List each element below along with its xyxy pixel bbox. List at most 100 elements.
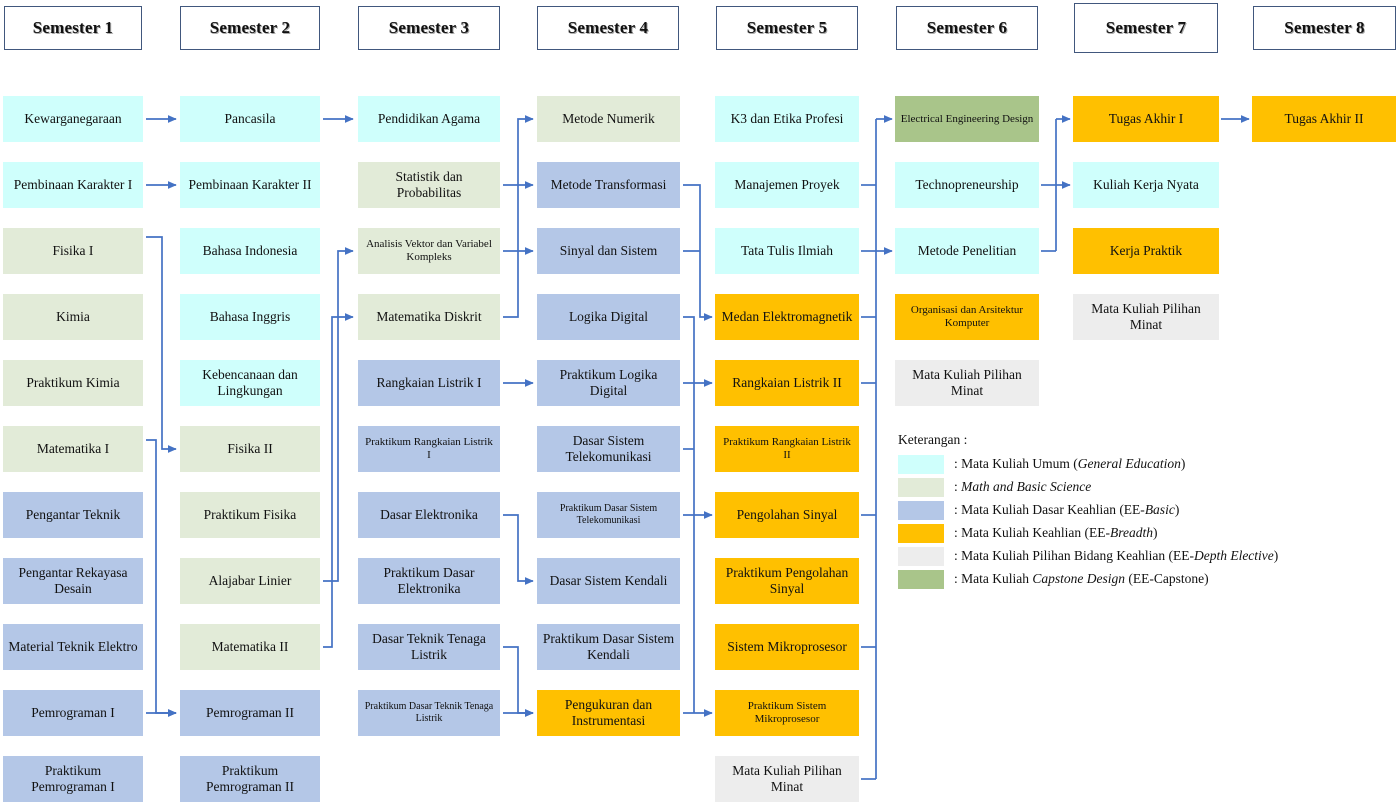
course-label: Tugas Akhir I [1108, 111, 1184, 127]
course-box[interactable]: Pengolahan Sinyal [715, 492, 859, 538]
course-label: Kerja Praktik [1109, 243, 1183, 259]
course-box[interactable]: Praktikum Fisika [180, 492, 320, 538]
course-box[interactable]: Pengukuran dan Instrumentasi [537, 690, 680, 736]
course-box[interactable]: Matematika II [180, 624, 320, 670]
course-box[interactable]: Mata Kuliah Pilihan Minat [895, 360, 1039, 406]
course-box[interactable]: Praktikum Dasar Sistem Telekomunikasi [537, 492, 680, 538]
legend-label-suffix: ) [1180, 456, 1186, 471]
course-box[interactable]: Material Teknik Elektro [3, 624, 143, 670]
course-label: Kuliah Kerja Nyata [1093, 177, 1199, 193]
course-box[interactable]: Metode Numerik [537, 96, 680, 142]
course-box[interactable]: Matematika I [3, 426, 143, 472]
course-label: Sistem Mikroprosesor [727, 639, 847, 655]
course-box[interactable]: Kewarganegaraan [3, 96, 143, 142]
course-box[interactable]: Praktikum Pemrograman II [180, 756, 320, 802]
course-box[interactable]: Dasar Teknik Tenaga Listrik [358, 624, 500, 670]
course-box[interactable]: Medan Elektromagnetik [715, 294, 859, 340]
course-box[interactable]: Praktikum Pemrograman I [3, 756, 143, 802]
course-box[interactable]: Tugas Akhir I [1073, 96, 1219, 142]
course-box[interactable]: Fisika II [180, 426, 320, 472]
course-box[interactable]: Manajemen Proyek [715, 162, 859, 208]
semester-header-3: Semester 3 [358, 6, 500, 50]
course-box[interactable]: Logika Digital [537, 294, 680, 340]
course-label: Tugas Akhir II [1284, 111, 1364, 127]
legend-label-italic: Capstone Design [1032, 571, 1125, 586]
course-box[interactable]: Praktikum Rangkaian Listrik I [358, 426, 500, 472]
course-box[interactable]: Dasar Sistem Telekomunikasi [537, 426, 680, 472]
course-label: Logika Digital [568, 309, 649, 325]
legend-item: : Mata Kuliah Pilihan Bidang Keahlian (E… [898, 547, 1328, 566]
course-box[interactable]: Praktikum Sistem Mikroprosesor [715, 690, 859, 736]
course-box[interactable]: Praktikum Logika Digital [537, 360, 680, 406]
course-box[interactable]: Analisis Vektor dan Variabel Kompleks [358, 228, 500, 274]
legend-label-suffix: (EE-Capstone) [1124, 571, 1209, 586]
course-label: Electrical Engineering Design [900, 112, 1034, 125]
course-box[interactable]: Pemrograman I [3, 690, 143, 736]
course-label: Mata Kuliah Pilihan Minat [1091, 301, 1201, 332]
course-box[interactable]: Praktikum Dasar Sistem Kendali [537, 624, 680, 670]
course-label: Praktikum Dasar Sistem Kendali [542, 631, 675, 662]
course-box[interactable]: Pancasila [180, 96, 320, 142]
semester-header-4: Semester 4 [537, 6, 679, 50]
course-box[interactable]: Praktikum Dasar Teknik Tenaga Listrik [358, 690, 500, 736]
legend-item: : Mata Kuliah Capstone Design (EE-Capsto… [898, 570, 1328, 589]
course-label: Mata Kuliah Pilihan Minat [912, 367, 1022, 398]
course-box[interactable]: Pembinaan Karakter I [3, 162, 143, 208]
legend-item: : Mata Kuliah Keahlian (EE-Breadth) [898, 524, 1328, 543]
legend-label-suffix: ) [1152, 525, 1158, 540]
course-box[interactable]: Kimia [3, 294, 143, 340]
course-box[interactable]: Sinyal dan Sistem [537, 228, 680, 274]
course-box[interactable]: K3 dan Etika Profesi [715, 96, 859, 142]
course-box[interactable]: Tata Tulis Ilmiah [715, 228, 859, 274]
course-box[interactable]: Tugas Akhir II [1252, 96, 1396, 142]
course-box[interactable]: Pengantar Rekayasa Desain [3, 558, 143, 604]
course-box[interactable]: Mata Kuliah Pilihan Minat [1073, 294, 1219, 340]
course-label: Pemrograman II [205, 705, 295, 721]
course-box[interactable]: Electrical Engineering Design [895, 96, 1039, 142]
course-box[interactable]: Organisasi dan Arsitektur Komputer [895, 294, 1039, 340]
course-box[interactable]: Statistik dan Probabilitas [358, 162, 500, 208]
course-label: Rangkaian Listrik I [376, 375, 482, 391]
course-label: Organisasi dan Arsitektur Komputer [910, 304, 1024, 329]
course-label: Praktikum Fisika [203, 507, 297, 523]
course-label: Matematika Diskrit [376, 309, 482, 325]
course-box[interactable]: Kerja Praktik [1073, 228, 1219, 274]
course-box[interactable]: Technopreneurship [895, 162, 1039, 208]
legend-label-prefix: : Mata Kuliah [954, 571, 1033, 586]
course-box[interactable]: Rangkaian Listrik II [715, 360, 859, 406]
course-box[interactable]: Sistem Mikroprosesor [715, 624, 859, 670]
course-box[interactable]: Praktikum Kimia [3, 360, 143, 406]
course-box[interactable]: Kuliah Kerja Nyata [1073, 162, 1219, 208]
course-label: Praktikum Kimia [26, 375, 120, 391]
course-box[interactable]: Pemrograman II [180, 690, 320, 736]
course-box[interactable]: Praktikum Dasar Elektronika [358, 558, 500, 604]
course-label: Statistik dan Probabilitas [395, 169, 463, 200]
course-box[interactable]: Metode Transformasi [537, 162, 680, 208]
course-label: Dasar Teknik Tenaga Listrik [372, 631, 486, 662]
course-box[interactable]: Kebencanaan dan Lingkungan [180, 360, 320, 406]
legend: Keterangan : : Mata Kuliah Umum (General… [898, 432, 1328, 593]
course-box[interactable]: Bahasa Inggris [180, 294, 320, 340]
legend-color-swatch [898, 478, 944, 497]
course-label: Pengantar Rekayasa Desain [18, 565, 128, 596]
course-box[interactable]: Alajabar Linier [180, 558, 320, 604]
course-box[interactable]: Mata Kuliah Pilihan Minat [715, 756, 859, 802]
course-box[interactable]: Pendidikan Agama [358, 96, 500, 142]
course-label: Pengukuran dan Instrumentasi [564, 697, 653, 728]
course-box[interactable]: Dasar Elektronika [358, 492, 500, 538]
course-box[interactable]: Bahasa Indonesia [180, 228, 320, 274]
course-label: Praktikum Pemrograman I [31, 763, 115, 794]
legend-label-prefix: : Mata Kuliah Dasar Keahlian (EE- [954, 502, 1145, 517]
legend-label: : Mata Kuliah Keahlian (EE-Breadth) [954, 524, 1157, 541]
course-box[interactable]: Praktikum Rangkaian Listrik II [715, 426, 859, 472]
course-box[interactable]: Matematika Diskrit [358, 294, 500, 340]
course-box[interactable]: Praktikum Pengolahan Sinyal [715, 558, 859, 604]
course-box[interactable]: Dasar Sistem Kendali [537, 558, 680, 604]
course-box[interactable]: Metode Penelitian [895, 228, 1039, 274]
course-box[interactable]: Pembinaan Karakter II [180, 162, 320, 208]
legend-label-italic: Depth Elective [1193, 548, 1274, 563]
course-box[interactable]: Fisika I [3, 228, 143, 274]
course-box[interactable]: Pengantar Teknik [3, 492, 143, 538]
course-box[interactable]: Rangkaian Listrik I [358, 360, 500, 406]
